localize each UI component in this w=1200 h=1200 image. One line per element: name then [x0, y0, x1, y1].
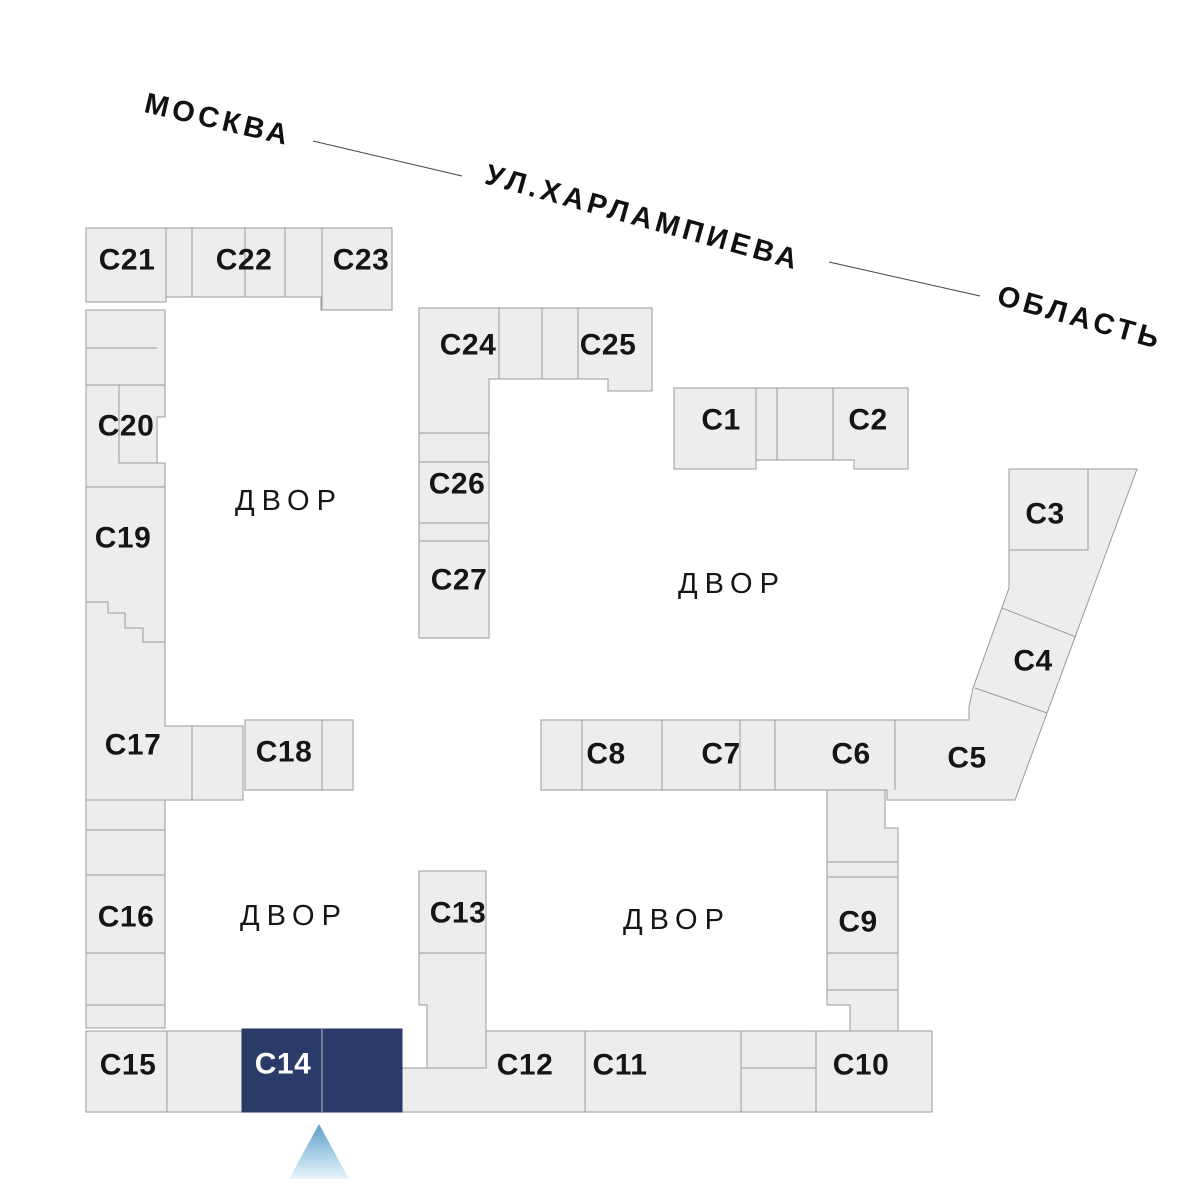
building-column-c24-c27-footprint[interactable] [418, 307, 653, 639]
c24-c27-dividers [419, 308, 579, 542]
building-c25-label[interactable]: С25 [580, 329, 637, 362]
building-c17-label[interactable]: С17 [105, 729, 162, 762]
building-c11-label[interactable]: С11 [593, 1049, 648, 1082]
building-c13-label[interactable]: С13 [430, 897, 487, 930]
building-c15-label[interactable]: С15 [100, 1049, 157, 1082]
courtyard-label-bottom-left: ДВОР [240, 900, 348, 932]
building-c24-label[interactable]: С24 [440, 329, 497, 362]
building-c14-label-selected[interactable]: С14 [255, 1048, 312, 1081]
building-c6-label[interactable]: С6 [831, 738, 870, 771]
courtyard-label-right: ДВОР [678, 568, 786, 600]
building-c1-label[interactable]: С1 [701, 404, 740, 437]
building-c18-label[interactable]: С18 [256, 736, 313, 769]
row-c21-c23-dividers [165, 228, 323, 310]
building-c2-label[interactable]: С2 [848, 404, 887, 437]
building-c3-label[interactable]: С3 [1025, 498, 1064, 531]
building-c20-label[interactable]: С20 [98, 410, 155, 443]
building-c8-label[interactable]: С8 [586, 738, 625, 771]
building-c4-label[interactable]: С4 [1013, 645, 1052, 678]
c9-dividers [827, 861, 898, 991]
building-c7-label[interactable]: С7 [701, 738, 740, 771]
street-label-oblast: ОБЛАСТЬ [994, 280, 1166, 356]
building-c23-label[interactable]: С23 [333, 244, 390, 277]
building-c14-selected-footprint[interactable] [241, 1028, 403, 1113]
building-c18-footprint[interactable] [244, 719, 354, 791]
selected-building-marker [289, 1124, 349, 1179]
street-divider-line-left [312, 140, 463, 177]
street-divider-line-right [828, 261, 981, 297]
street-label-moskva: МОСКВА [141, 88, 294, 153]
building-c27-label[interactable]: С27 [431, 564, 488, 597]
courtyard-label-top-left: ДВОР [235, 485, 343, 517]
street-label-kharlampieva: УЛ.ХАРЛАМПИЕВА [482, 159, 805, 277]
building-c16-label[interactable]: С16 [98, 901, 155, 934]
building-c22-label[interactable]: С22 [216, 244, 273, 277]
building-c1-c2-footprint[interactable] [673, 387, 909, 470]
building-c19-label[interactable]: С19 [95, 522, 152, 555]
building-c12-label[interactable]: С12 [497, 1049, 554, 1082]
building-c10-label[interactable]: С10 [833, 1049, 890, 1082]
building-column-c20-c19-c17-c16-footprint[interactable] [85, 309, 244, 1029]
bottom-row-dividers [166, 1031, 817, 1112]
building-c21-label[interactable]: С21 [99, 244, 156, 277]
building-c5-label[interactable]: С5 [947, 742, 986, 775]
c3-c8-dividers [581, 469, 1089, 790]
building-c9-label[interactable]: С9 [838, 906, 877, 939]
building-c26-label[interactable]: С26 [429, 468, 486, 501]
c1-c2-dividers [755, 388, 834, 460]
left-column-dividers [86, 347, 243, 1006]
courtyard-label-bottom-right: ДВОР [623, 904, 731, 936]
building-row-c21-c23-footprint[interactable] [85, 227, 393, 311]
